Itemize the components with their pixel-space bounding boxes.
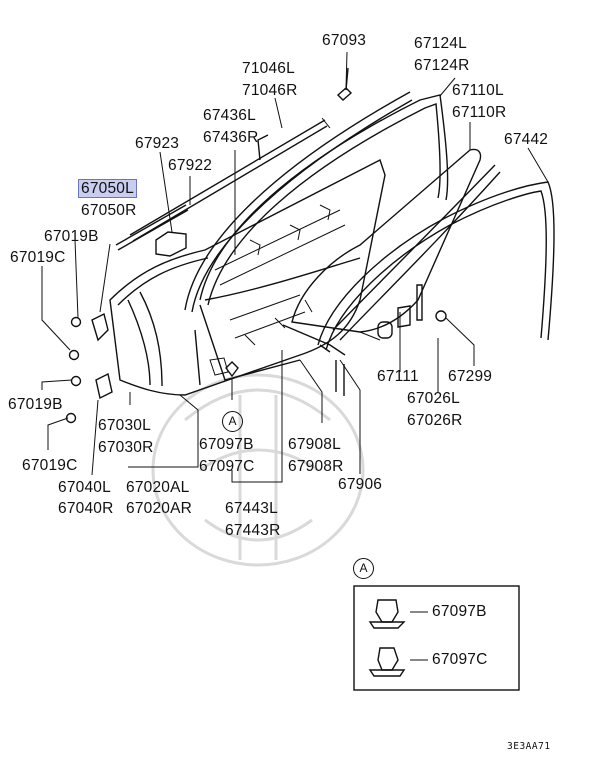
part-label[interactable]: 67124R [414, 57, 470, 74]
detail-part-label[interactable]: 67097B [432, 603, 487, 620]
part-label[interactable]: 71046R [242, 82, 298, 99]
part-label[interactable]: 67299 [448, 368, 493, 385]
small-parts [225, 67, 447, 378]
part-label[interactable]: 67026L [407, 390, 460, 407]
part-label[interactable]: 67443L [225, 500, 278, 517]
door-shell [109, 159, 386, 396]
detail-box-frame [353, 585, 520, 691]
callout-a-marker: A [222, 411, 243, 432]
detail-part-label[interactable]: 67097C [432, 651, 488, 668]
part-label[interactable]: 67442 [504, 131, 549, 148]
part-label[interactable]: 67436L [203, 107, 256, 124]
window-glass-67110 [291, 148, 482, 341]
part-label[interactable]: 67019C [22, 457, 78, 474]
part-label[interactable]: 67908L [288, 436, 341, 453]
part-label[interactable]: 67443R [225, 522, 281, 539]
part-label[interactable]: 67040L [58, 479, 111, 496]
leader-lines [41, 51, 549, 483]
part-label[interactable]: 67020AR [126, 500, 193, 517]
diagram-code: 3E3AA71 [507, 741, 551, 752]
part-label[interactable]: 67020AL [126, 479, 190, 496]
watermark-emblem [151, 373, 365, 567]
part-label[interactable]: 67019B [8, 396, 63, 413]
part-label[interactable]: 67030L [98, 417, 151, 434]
part-label[interactable]: 67908R [288, 458, 344, 475]
part-label[interactable]: 67111 [377, 368, 419, 385]
hinges [65, 312, 113, 424]
part-label[interactable]: 67124L [414, 35, 467, 52]
part-label[interactable]: 67026R [407, 412, 463, 429]
part-label[interactable]: 67436R [203, 129, 259, 146]
part-label[interactable]: 67097C [199, 458, 255, 475]
part-label[interactable]: 67050R [81, 202, 137, 219]
part-label[interactable]: 67110R [452, 104, 507, 121]
part-label[interactable]: 67097B [199, 436, 254, 453]
belt-moulding-67436 [129, 117, 331, 242]
part-label[interactable]: 67019C [10, 249, 66, 266]
highlighted-part[interactable]: 67050L [78, 179, 137, 198]
door-frame-71046 [184, 91, 413, 313]
weatherstrip-67050 [115, 204, 189, 251]
part-label[interactable]: 67093 [322, 32, 367, 49]
part-label[interactable]: 71046L [242, 60, 295, 77]
glass-run-67908 [282, 164, 501, 396]
part-label-highlighted[interactable]: 67050L [78, 179, 137, 198]
part-label[interactable]: 67040R [58, 500, 114, 517]
pad-67923 [155, 231, 187, 257]
part-label[interactable]: 67110L [452, 82, 504, 99]
part-label[interactable]: 67906 [338, 476, 383, 493]
part-label[interactable]: 67922 [168, 157, 213, 174]
detail-box-letter: A [353, 558, 374, 579]
part-label[interactable]: 67923 [135, 135, 180, 152]
part-label[interactable]: 67019B [44, 228, 99, 245]
sash-67124 [199, 94, 449, 306]
part-label[interactable]: 67030R [98, 439, 154, 456]
